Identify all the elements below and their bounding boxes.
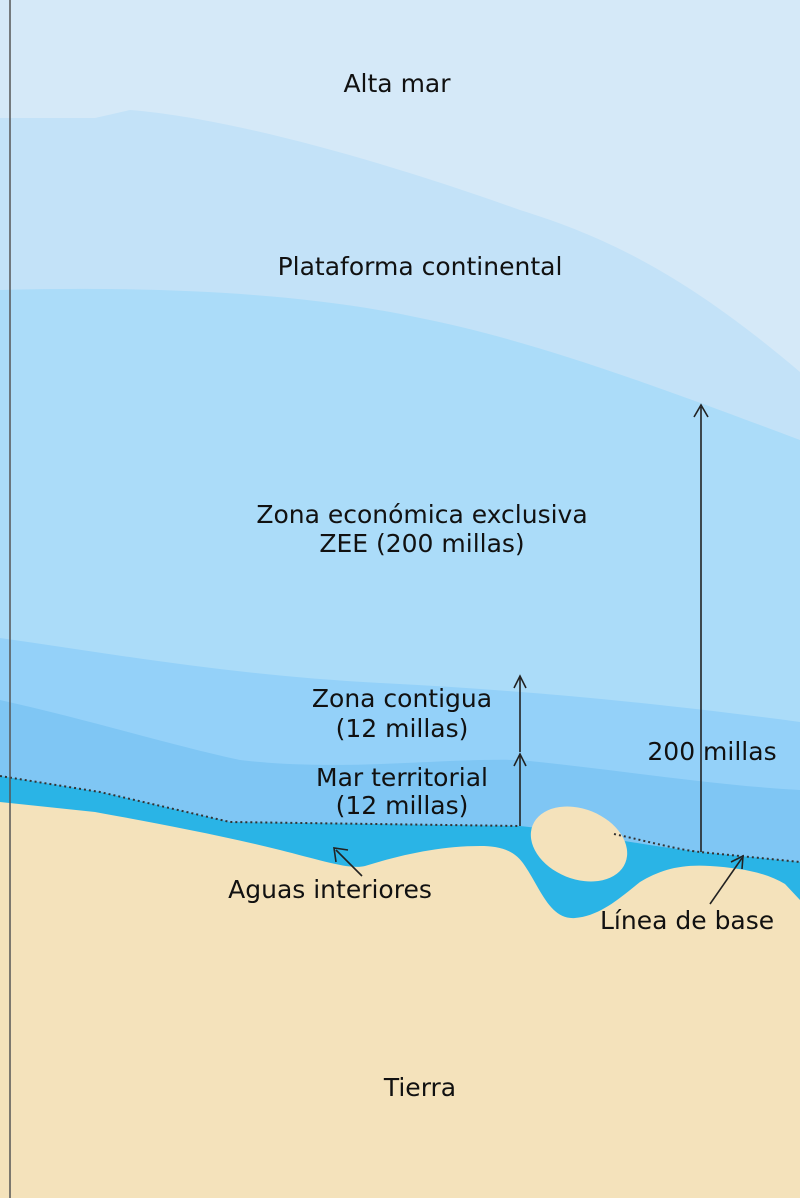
baseline-label: Línea de base <box>600 906 774 935</box>
eez-label-line1: Zona económica exclusiva <box>256 500 587 529</box>
arrow-200-millas <box>693 403 709 852</box>
land-area <box>0 802 800 1198</box>
contiguous-zone-label-line1: Zona contigua <box>312 684 492 713</box>
internal-waters-label: Aguas interiores <box>228 875 432 904</box>
high-seas-label: Alta mar <box>343 69 451 98</box>
pointer-baseline <box>709 854 744 905</box>
arrow-contiguous-zone <box>513 674 527 752</box>
territorial-sea-label-line1: Mar territorial <box>316 763 488 792</box>
arrow-territorial-sea <box>513 752 527 826</box>
eez-label-line2: ZEE (200 millas) <box>319 529 524 558</box>
baseline-line <box>0 775 800 863</box>
land-label: Tierra <box>383 1073 456 1102</box>
territorial-sea-label-line2: (12 millas) <box>336 791 469 820</box>
continental-shelf-label: Plataforma continental <box>278 252 563 281</box>
distance-200-label: 200 millas <box>647 737 776 766</box>
pointer-internal-waters <box>333 847 363 877</box>
contiguous-zone-label-line2: (12 millas) <box>336 714 469 743</box>
island <box>530 806 628 882</box>
